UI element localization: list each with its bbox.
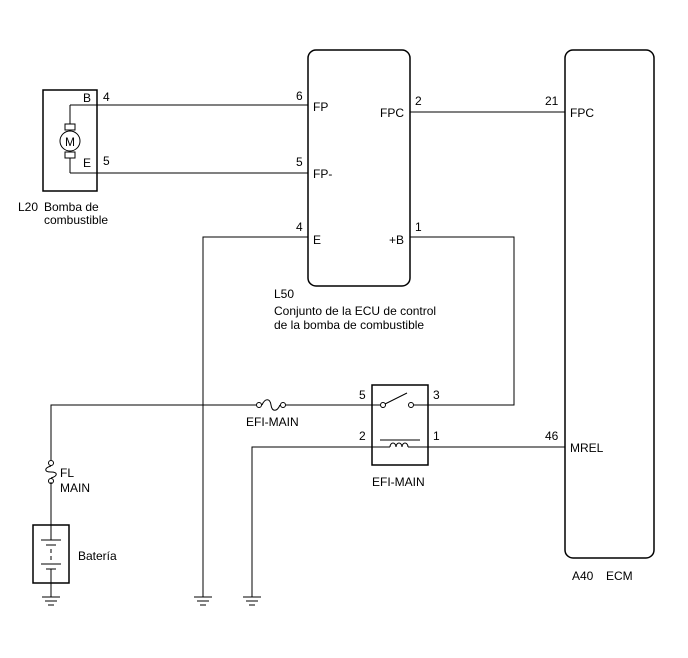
relay-box [371, 384, 429, 466]
wire-battery-to-fuse [50, 404, 256, 460]
ecm-name: ECM [606, 569, 633, 583]
ecm-mrel-label: MREL [570, 441, 604, 455]
pump-ecu-fp-label: FP [313, 100, 328, 114]
fl-main-label-line1: FL [60, 466, 74, 480]
pump-ecu-fpc-number: 2 [415, 94, 422, 108]
relay-pin-2: 2 [359, 429, 366, 443]
relay-pin-3: 3 [433, 388, 440, 402]
fuel-pump-pin-e-number: 5 [103, 154, 110, 168]
battery-icon [41, 525, 61, 583]
pump-ecu-fp-number: 6 [296, 89, 303, 103]
relay-switch-icon [372, 392, 428, 408]
ecm-fpc-number: 21 [545, 94, 559, 108]
wires [50, 104, 565, 597]
pump-ecu-e-label: E [313, 233, 321, 247]
wire-pump-ecu-ground [202, 236, 308, 597]
battery-label: Batería [78, 549, 117, 563]
relay-coil-icon [372, 439, 428, 448]
fuel-pump-pin-e-label: E [83, 156, 91, 170]
pump-ecu-fpm-number: 5 [296, 155, 303, 169]
pump-ecu-name-line2: de la bomba de combustible [274, 318, 424, 332]
fl-main-fuse: FL MAIN [45, 460, 90, 495]
pump-ecu-b-number: 1 [415, 220, 422, 234]
ecm-mrel-number: 46 [545, 429, 559, 443]
pump-ecu-e-number: 4 [296, 220, 303, 234]
wire-pump-ecu-power [410, 236, 515, 406]
ecm-box [564, 49, 655, 559]
fuel-pump-name-line2: combustible [44, 213, 108, 227]
ground-icon [42, 596, 60, 606]
ecm-component: 21 FPC 46 MREL A40 ECM [545, 49, 655, 583]
fuel-pump-pin-b-label: B [83, 91, 91, 105]
pump-ecu-component: 6 FP 5 FP- 4 E 2 FPC 1 +B L50 Conjunto d… [274, 49, 436, 332]
fl-main-label-line2: MAIN [60, 481, 90, 495]
fuel-pump-id: L20 [18, 200, 38, 214]
battery-component: Batería [32, 524, 117, 584]
pump-ecu-id: L50 [274, 287, 294, 301]
relay-pin-5: 5 [359, 388, 366, 402]
pump-ecu-name-line1: Conjunto de la ECU de control [274, 304, 436, 318]
ecm-id: A40 [572, 569, 594, 583]
ecm-fpc-label: FPC [570, 106, 594, 120]
wire-relay-coil-ground [251, 446, 372, 597]
motor-symbol: M [65, 135, 75, 149]
fuel-pump-name-line1: Bomba de [44, 200, 99, 214]
pump-ecu-b-label: +B [389, 233, 404, 247]
pump-ecu-box [307, 49, 411, 287]
pump-ecu-fpc-label: FPC [380, 106, 404, 120]
fuel-pump-pin-b-number: 4 [103, 90, 110, 104]
motor-icon [59, 123, 81, 159]
fuel-pump-component: M B E 4 5 L20 Bomba de combustible [18, 89, 110, 227]
ground-icon [194, 596, 212, 606]
relay-pin-1: 1 [433, 429, 440, 443]
efi-main-relay: 5 3 2 1 EFI-MAIN [359, 384, 440, 489]
ground-icon [243, 596, 261, 606]
pump-ecu-fpm-label: FP- [313, 167, 332, 181]
efi-main-fuse-label: EFI-MAIN [246, 415, 299, 429]
relay-label: EFI-MAIN [372, 475, 425, 489]
efi-main-fuse: EFI-MAIN [246, 399, 299, 429]
